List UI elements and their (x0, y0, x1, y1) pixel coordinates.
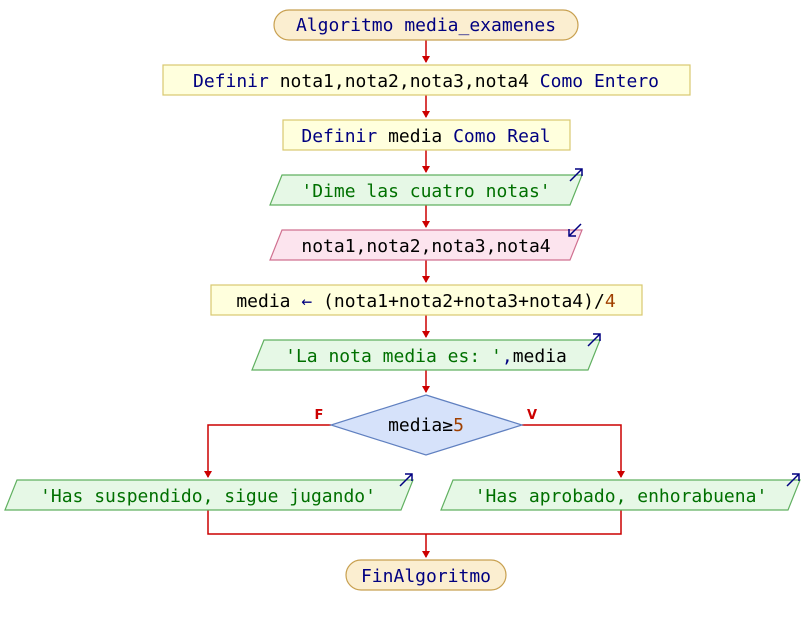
output-arrow-icon (786, 473, 800, 487)
output-media-block: 'La nota media es: ',media (251, 333, 601, 371)
input-arrow-icon (568, 223, 582, 237)
output-media-string: 'La nota media es: ' (285, 346, 502, 367)
output-false-block: 'Has suspendido, sigue jugando' (4, 473, 414, 511)
output-true-text: 'Has aprobado, enhorabuena' (475, 486, 768, 507)
define-keyword: Definir (301, 126, 377, 147)
output-arrow-icon (399, 473, 413, 487)
false-branch-label: F (315, 408, 324, 423)
output-prompt-text: 'Dime las cuatro notas' (301, 181, 550, 202)
algorithm-keyword: Algoritmo media_examenes (296, 15, 556, 36)
define-keyword: Definir (193, 71, 269, 92)
assign-operator: ← (301, 291, 312, 312)
decision-condition: media≥ (388, 415, 453, 436)
input-vars-text: nota1,nota2,nota3,nota4 (301, 236, 550, 257)
assign-media-block: media ← (nota1+nota2+nota3+nota4)/4 (210, 284, 643, 316)
end-terminal: FinAlgoritmo (345, 559, 507, 591)
output-false-text: 'Has suspendido, sigue jugando' (40, 486, 376, 507)
output-prompt-block: 'Dime las cuatro notas' (269, 168, 583, 206)
define-integers-block: Definir nota1,nota2,nota3,nota4 Como Ent… (162, 64, 691, 96)
svg-text:Algoritmo media_examenes: Algoritmo media_examenes (296, 15, 556, 36)
end-keyword: FinAlgoritmo (361, 566, 491, 587)
svg-text:'La nota media es: ',media: 'La nota media es: ',media (285, 346, 567, 367)
output-true-block: 'Has aprobado, enhorabuena' (440, 473, 801, 511)
decision-media: media≥5 (329, 394, 525, 456)
output-arrow-icon (569, 168, 583, 182)
output-media-var: media (513, 346, 567, 367)
true-branch-label: V (527, 408, 537, 423)
svg-text:media ← (nota1+nota2+nota3+not: media ← (nota1+nota2+nota3+nota4)/4 (236, 291, 615, 312)
decision-number: 5 (453, 415, 464, 436)
output-separator: , (502, 346, 513, 367)
define-type: Como Real (453, 126, 551, 147)
define-type: Como Entero (540, 71, 659, 92)
define-vars: nota1,nota2,nota3,nota4 (280, 71, 529, 92)
connectors (204, 40, 625, 558)
input-notas-block: nota1,nota2,nota3,nota4 (269, 223, 583, 261)
svg-text:Definir nota1,nota2,nota3,nota: Definir nota1,nota2,nota3,nota4 Como Ent… (193, 71, 659, 92)
define-vars: media (388, 126, 442, 147)
assign-expression: (nota1+nota2+nota3+nota4)/ (323, 291, 605, 312)
assign-target: media (236, 291, 290, 312)
define-real-block: Definir media Como Real (282, 119, 571, 151)
output-arrow-icon (587, 333, 601, 347)
svg-text:Definir media Como Real: Definir media Como Real (301, 126, 550, 147)
assign-number: 4 (605, 291, 616, 312)
start-terminal: Algoritmo media_examenes (273, 9, 579, 41)
svg-text:media≥5: media≥5 (388, 415, 464, 436)
